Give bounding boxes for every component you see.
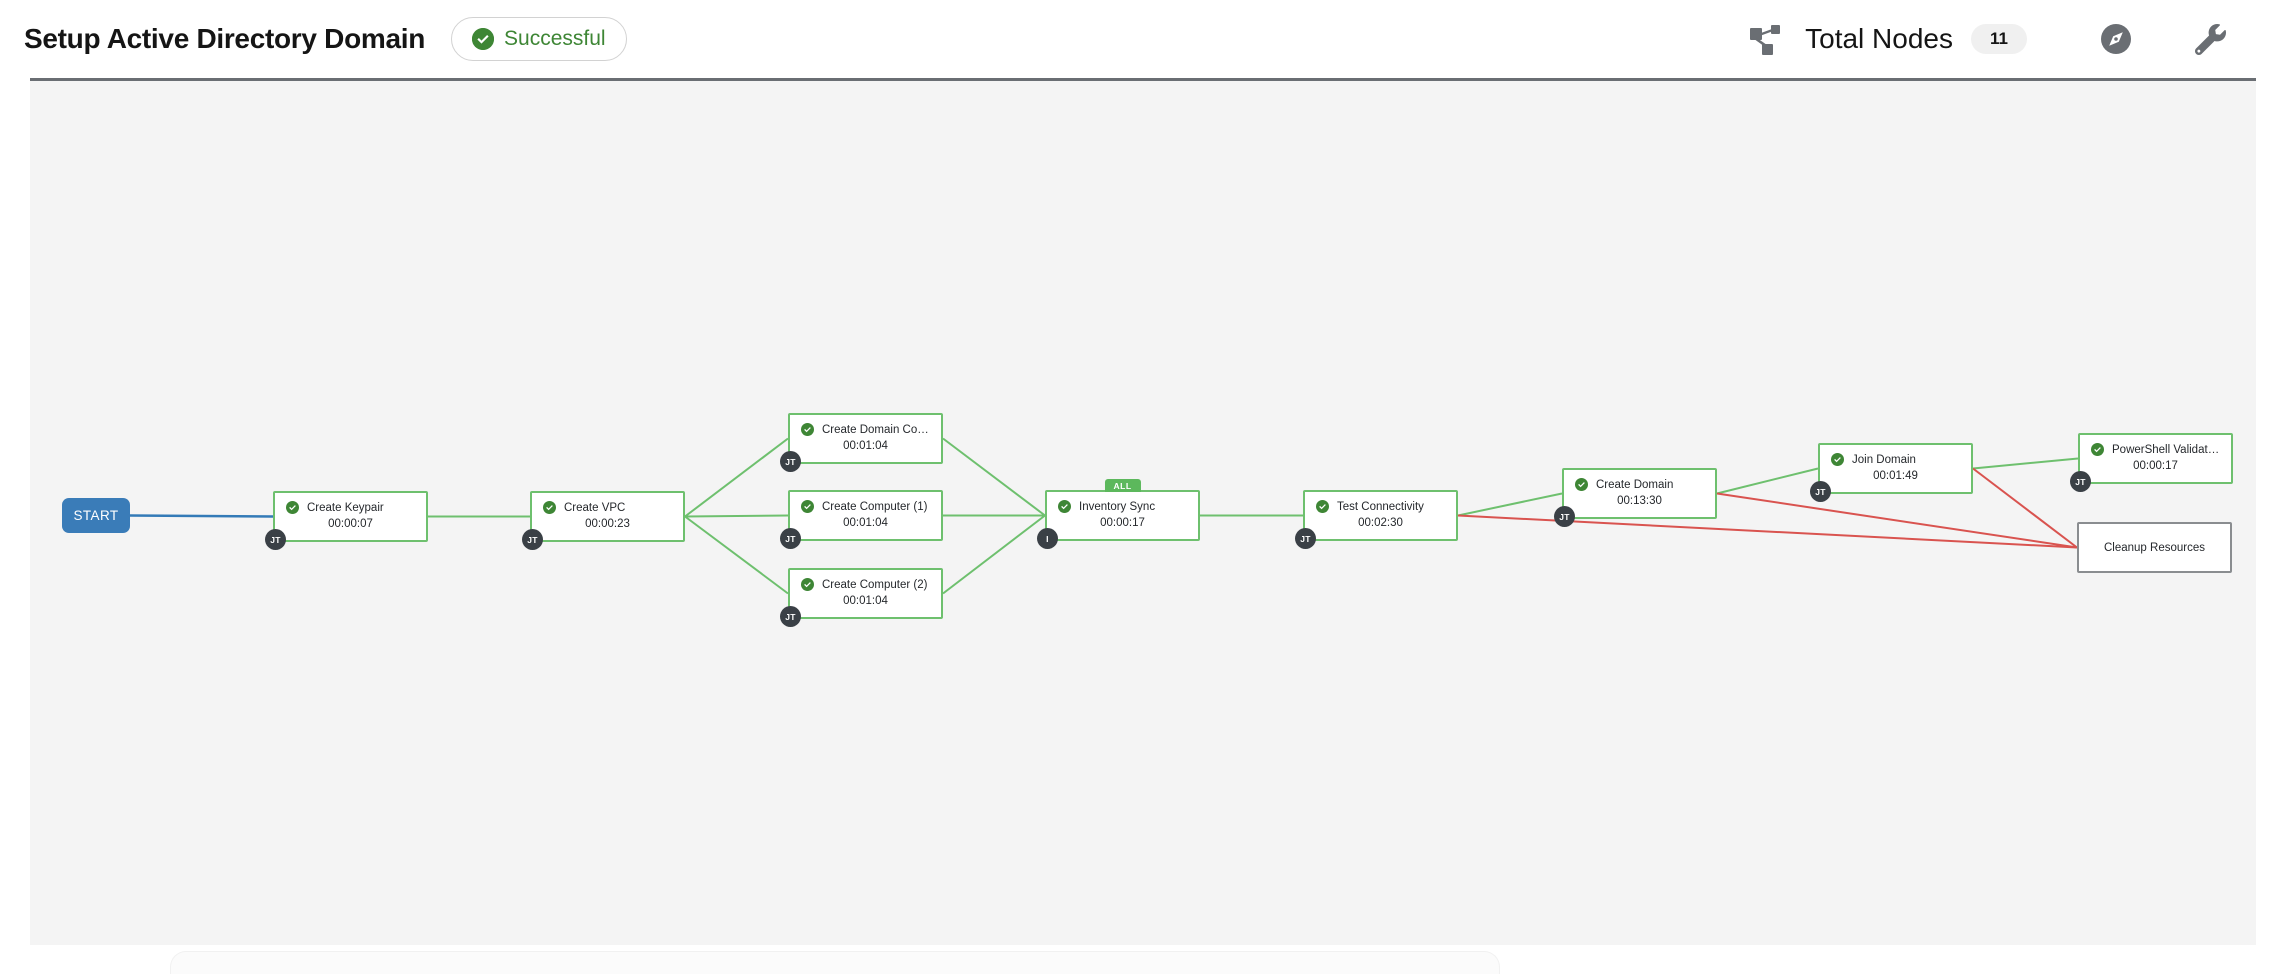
- node-elapsed-time: 00:13:30: [1617, 495, 1662, 507]
- edge-create_vpc-to-create_computer_2: [684, 515, 789, 595]
- node-success-icon: [2091, 443, 2104, 456]
- node-elapsed-time: 00:01:04: [843, 517, 888, 529]
- node-success-icon: [1831, 453, 1844, 466]
- node-label: PowerShell Validation: [2112, 443, 2221, 456]
- node-label: Test Connectivity: [1337, 500, 1424, 513]
- status-badge: Successful: [451, 17, 627, 61]
- node-label: Create Computer (1): [822, 500, 928, 513]
- node-label: Cleanup Resources: [2103, 541, 2205, 554]
- edge-create_vpc-to-create_domain_controller: [684, 437, 789, 518]
- bottom-panel-shadow: [170, 951, 1500, 974]
- node-success-icon: [1316, 500, 1329, 513]
- edge-test_connectivity-to-cleanup_resources: [1457, 514, 2078, 549]
- status-badge-label: Successful: [504, 27, 606, 50]
- node-success-icon: [286, 501, 299, 514]
- node-type-badge-jt: JT: [780, 528, 801, 549]
- edge-create_vpc-to-create_computer_1: [684, 514, 789, 518]
- node-type-badge-jt: JT: [265, 529, 286, 550]
- edge-create_domain-to-cleanup_resources: [1716, 492, 2078, 549]
- node-type-badge-jt: JT: [1810, 481, 1831, 502]
- total-nodes-count-badge: 11: [1971, 24, 2027, 54]
- node-label: Create Keypair: [307, 501, 384, 514]
- node-label: Join Domain: [1852, 453, 1916, 466]
- node-type-badge-jt: JT: [780, 606, 801, 627]
- workflow-node-cleanup_resources[interactable]: Cleanup Resources: [2077, 522, 2232, 573]
- node-label: Create Computer (2): [822, 578, 928, 591]
- node-success-icon: [801, 500, 814, 513]
- node-type-badge-jt: JT: [780, 451, 801, 472]
- header-toolbar: Total Nodes 11: [1749, 23, 2226, 55]
- node-success-icon: [1058, 500, 1071, 513]
- legend-compass-button[interactable]: [2101, 24, 2131, 54]
- node-type-badge-jt: JT: [1554, 506, 1575, 527]
- node-label: Create Domain: [1596, 478, 1674, 491]
- edge-create_computer_2-to-inventory_sync: [942, 514, 1046, 595]
- sitemap-icon: [1749, 23, 1781, 55]
- node-success-icon: [801, 423, 814, 436]
- success-check-icon: [472, 28, 495, 50]
- edge-create_domain_controller-to-inventory_sync: [942, 437, 1046, 517]
- node-elapsed-time: 00:00:17: [1100, 517, 1145, 529]
- edge-join_domain-to-cleanup_resources: [1972, 467, 2078, 549]
- node-elapsed-time: 00:01:04: [843, 595, 888, 607]
- node-success-icon: [801, 578, 814, 591]
- node-success-icon: [1575, 478, 1588, 491]
- edge-create_domain-to-join_domain: [1716, 467, 1819, 495]
- node-type-badge-i: I: [1037, 528, 1058, 549]
- page-header: Setup Active Directory Domain Successful…: [0, 0, 2290, 78]
- node-success-icon: [543, 501, 556, 514]
- node-elapsed-time: 00:00:17: [2133, 460, 2178, 472]
- edge-start-to-create_keypair: [129, 514, 274, 518]
- edge-test_connectivity-to-create_domain: [1457, 492, 1563, 517]
- node-elapsed-time: 00:01:49: [1873, 470, 1918, 482]
- node-elapsed-time: 00:00:07: [328, 518, 373, 530]
- edge-join_domain-to-powershell_validation: [1972, 457, 2079, 470]
- node-elapsed-time: 00:02:30: [1358, 517, 1403, 529]
- node-label: Inventory Sync: [1079, 500, 1156, 513]
- node-label: Create Domain Contr…: [822, 423, 931, 436]
- wrench-tools-button[interactable]: [2195, 23, 2226, 55]
- convergence-badge: ALL: [1104, 479, 1141, 493]
- node-elapsed-time: 00:01:04: [843, 440, 888, 452]
- node-type-badge-jt: JT: [522, 529, 543, 550]
- node-type-badge-jt: JT: [1295, 528, 1316, 549]
- workflow-start-node: START: [62, 498, 130, 533]
- total-nodes-label: Total Nodes: [1805, 23, 1953, 54]
- node-label: Create VPC: [564, 501, 626, 514]
- node-elapsed-time: 00:00:23: [585, 518, 630, 530]
- node-type-badge-jt: JT: [2070, 471, 2091, 492]
- page-title: Setup Active Directory Domain: [24, 23, 426, 54]
